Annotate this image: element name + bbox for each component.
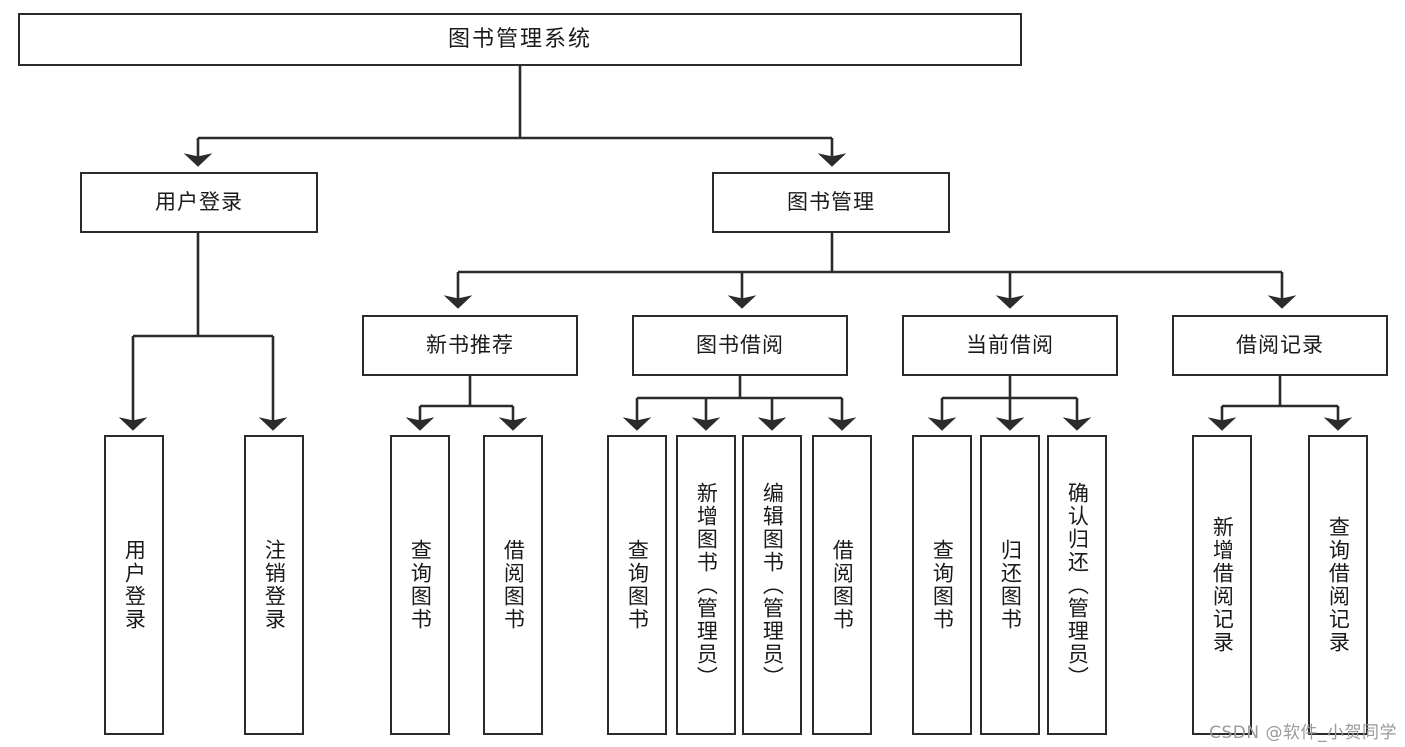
node-user-login[interactable]: 用户登录 [80, 172, 318, 233]
node-label: 归还图书 [998, 539, 1023, 631]
node-label: 新书推荐 [426, 333, 514, 358]
node-leaf-return-book[interactable]: 归还图书 [980, 435, 1040, 735]
node-leaf-query-book-1[interactable]: 查询图书 [390, 435, 450, 735]
node-label: 用户登录 [122, 539, 147, 631]
node-book-borrow[interactable]: 图书借阅 [632, 315, 848, 376]
node-leaf-logout-login[interactable]: 注销登录 [244, 435, 304, 735]
node-leaf-edit-book[interactable]: 编辑图书（管理员） [742, 435, 802, 735]
node-leaf-add-record[interactable]: 新增借阅记录 [1192, 435, 1252, 735]
node-leaf-query-book-2[interactable]: 查询图书 [607, 435, 667, 735]
node-label: 注销登录 [262, 539, 287, 631]
node-leaf-confirm-return[interactable]: 确认归还（管理员） [1047, 435, 1107, 735]
node-label: 用户登录 [155, 190, 243, 215]
node-label: 图书管理 [787, 190, 875, 215]
node-label: 借阅记录 [1236, 333, 1324, 358]
node-label: 图书管理系统 [447, 26, 592, 52]
node-leaf-borrow-book-2[interactable]: 借阅图书 [812, 435, 872, 735]
node-book-manage[interactable]: 图书管理 [712, 172, 950, 233]
node-leaf-borrow-book-1[interactable]: 借阅图书 [483, 435, 543, 735]
csdn-watermark: CSDN @软件_小贺同学 [1209, 723, 1397, 743]
node-label: 查询借阅记录 [1326, 516, 1351, 654]
node-label: 当前借阅 [966, 333, 1054, 358]
node-root-system[interactable]: 图书管理系统 [18, 13, 1022, 66]
node-borrow-record[interactable]: 借阅记录 [1172, 315, 1388, 376]
node-label: 新增图书（管理员） [694, 481, 719, 689]
node-label: 查询图书 [625, 539, 650, 631]
node-label: 借阅图书 [830, 539, 855, 631]
node-new-book-recommend[interactable]: 新书推荐 [362, 315, 578, 376]
node-leaf-query-record[interactable]: 查询借阅记录 [1308, 435, 1368, 735]
node-label: 新增借阅记录 [1210, 516, 1235, 654]
node-label: 编辑图书（管理员） [760, 481, 785, 689]
node-label: 图书借阅 [696, 333, 784, 358]
node-leaf-add-book[interactable]: 新增图书（管理员） [676, 435, 736, 735]
node-current-borrow[interactable]: 当前借阅 [902, 315, 1118, 376]
node-label: 查询图书 [930, 539, 955, 631]
node-leaf-user-login[interactable]: 用户登录 [104, 435, 164, 735]
node-label: 借阅图书 [501, 539, 526, 631]
node-label: 确认归还（管理员） [1065, 481, 1090, 689]
node-leaf-query-book-3[interactable]: 查询图书 [912, 435, 972, 735]
node-label: 查询图书 [408, 539, 433, 631]
